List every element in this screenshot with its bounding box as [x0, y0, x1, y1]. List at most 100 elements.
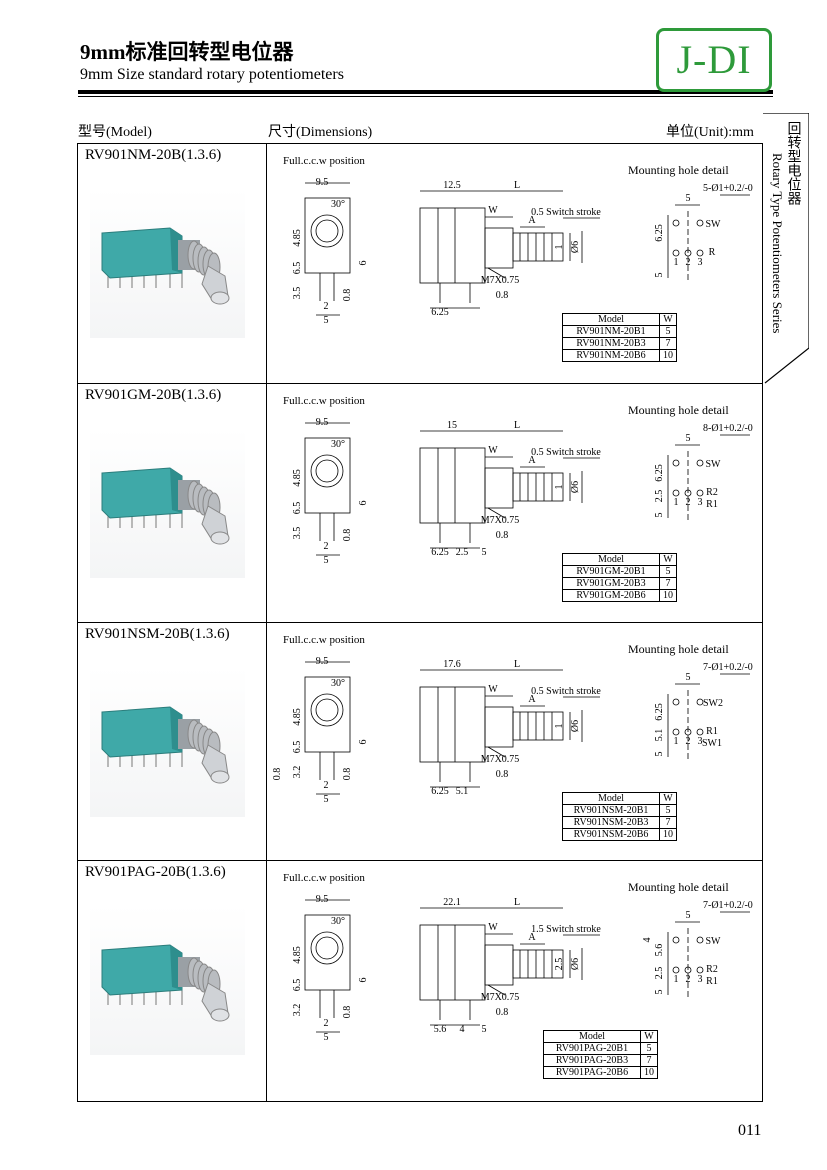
mounting-hole-title: Mounting hole detail [628, 880, 729, 894]
front-view-dimension: 30° [331, 916, 345, 927]
mounting-hole-title: Mounting hole detail [628, 163, 729, 177]
side-view-dimension: W [488, 684, 498, 695]
front-view-dimension: 0.8 [342, 768, 353, 781]
side-view-dimension: 6.25 [431, 786, 449, 797]
side-view-dimension: Ø6 [570, 720, 581, 732]
mounting-hole-dimension: 8-Ø1+0.2/-0 [703, 423, 753, 434]
front-view-dimension: 5 [324, 794, 329, 805]
side-view-dimension: Ø6 [570, 958, 581, 970]
side-view-dimension: 15 [447, 420, 457, 431]
front-view-dimension: 4.85 [292, 469, 303, 487]
front-view-dimension: 6 [358, 978, 369, 983]
mounting-hole-dimension: 5 [686, 193, 691, 204]
side-view-dimension: Ø6 [570, 241, 581, 253]
width-cell: 10 [659, 349, 677, 362]
page-number: 011 [738, 1122, 762, 1139]
model-cell: RV901PAG-20B1 [543, 1042, 641, 1055]
front-view-dimension: 9.5 [316, 894, 329, 905]
position-label: Full.c.c.w position [283, 634, 365, 646]
front-view-dimension: 4.85 [292, 229, 303, 247]
side-view-dimension: 6.25 [431, 307, 449, 318]
mounting-hole-dimension: 3 [698, 974, 703, 985]
front-view-dimension: 30° [331, 439, 345, 450]
product-photo [90, 188, 245, 338]
model-cell: RV901PAG-20B6 [543, 1066, 641, 1079]
table-header-cell: W [640, 1030, 658, 1043]
mounting-hole-dimension: 7-Ø1+0.2/-0 [703, 662, 753, 673]
side-view-dimension: L [514, 420, 520, 431]
position-label: Full.c.c.w position [283, 395, 365, 407]
product-photo [90, 667, 245, 817]
width-cell: 7 [640, 1054, 658, 1067]
mounting-hole-dimension: 2 [686, 257, 691, 268]
mounting-hole-dimension: 5 [654, 273, 665, 278]
front-view-dimension: 9.5 [316, 177, 329, 188]
model-cell: RV901NSM-20B3 [562, 816, 660, 829]
side-view-dimension: A [528, 215, 536, 226]
front-view-dimension: 6 [358, 740, 369, 745]
front-view-dimension: 6 [358, 261, 369, 266]
column-unit: 单位(Unit):mm [666, 125, 754, 140]
mounting-hole-dimension: R1 [706, 976, 718, 987]
mounting-hole-dimension: SW [706, 936, 722, 947]
front-view-dimension: 3.2 [292, 766, 303, 779]
side-view-dimension: M7X0.75 [481, 992, 520, 1003]
width-cell: 7 [659, 577, 677, 590]
mounting-hole-dimension: 1 [674, 974, 679, 985]
model-name: RV901PAG-20B(1.3.6) [85, 864, 226, 880]
mounting-hole-dimension: 4 [642, 938, 653, 943]
front-view-dimension: 30° [331, 678, 345, 689]
width-cell: 10 [640, 1066, 658, 1079]
model-cell: RV901NM-20B1 [562, 325, 660, 338]
side-tab: 回转型电位器 Rotary Type Potentiometers Series [763, 113, 809, 384]
mounting-hole-dimension: SW2 [703, 698, 723, 709]
side-view-dimension: L [514, 180, 520, 191]
potentiometer-image [101, 706, 230, 784]
mounting-hole-dimension: SW [706, 219, 722, 230]
mounting-hole-dimension: SW [706, 459, 722, 470]
table-header-cell: W [659, 792, 677, 805]
model-cell: RV901GM-20B1 [562, 565, 660, 578]
model-name: RV901NSM-20B(1.3.6) [85, 626, 230, 642]
header-rule-thin [78, 96, 773, 97]
front-view-dimension: 5 [324, 1032, 329, 1043]
front-view-dimension: 9.5 [316, 417, 329, 428]
front-view-dimension: 0.8 [272, 768, 283, 781]
side-view-dimension: 0.8 [496, 530, 509, 541]
mounting-hole-dimension: 5 [654, 513, 665, 518]
side-view-dimension: 5 [482, 547, 487, 558]
side-view-dimension: W [488, 922, 498, 933]
side-view-dimension: 5 [482, 1024, 487, 1035]
side-view-dimension: 0.8 [496, 769, 509, 780]
side-view-dimension: 0.8 [496, 1007, 509, 1018]
mounting-hole-title: Mounting hole detail [628, 642, 729, 656]
front-view-dimension: 6.5 [292, 741, 303, 754]
front-view-dimension: 6 [358, 501, 369, 506]
mounting-hole-dimension: 2.5 [654, 967, 665, 980]
potentiometer-image [101, 227, 230, 305]
model-name: RV901GM-20B(1.3.6) [85, 387, 222, 403]
width-cell: 5 [659, 565, 677, 578]
front-view-dimension: 4.85 [292, 946, 303, 964]
table-header-cell: Model [543, 1030, 641, 1043]
mounting-hole-dimension: 5 [686, 672, 691, 683]
mounting-hole-dimension: 3 [698, 497, 703, 508]
position-label: Full.c.c.w position [283, 155, 365, 167]
front-view-dimension: 0.8 [342, 529, 353, 542]
mounting-hole-dimension: 7-Ø1+0.2/-0 [703, 900, 753, 911]
front-view-dimension: 0.8 [342, 1006, 353, 1019]
width-cell: 5 [659, 804, 677, 817]
model-cell: RV901NM-20B3 [562, 337, 660, 350]
model-cell: RV901GM-20B3 [562, 577, 660, 590]
